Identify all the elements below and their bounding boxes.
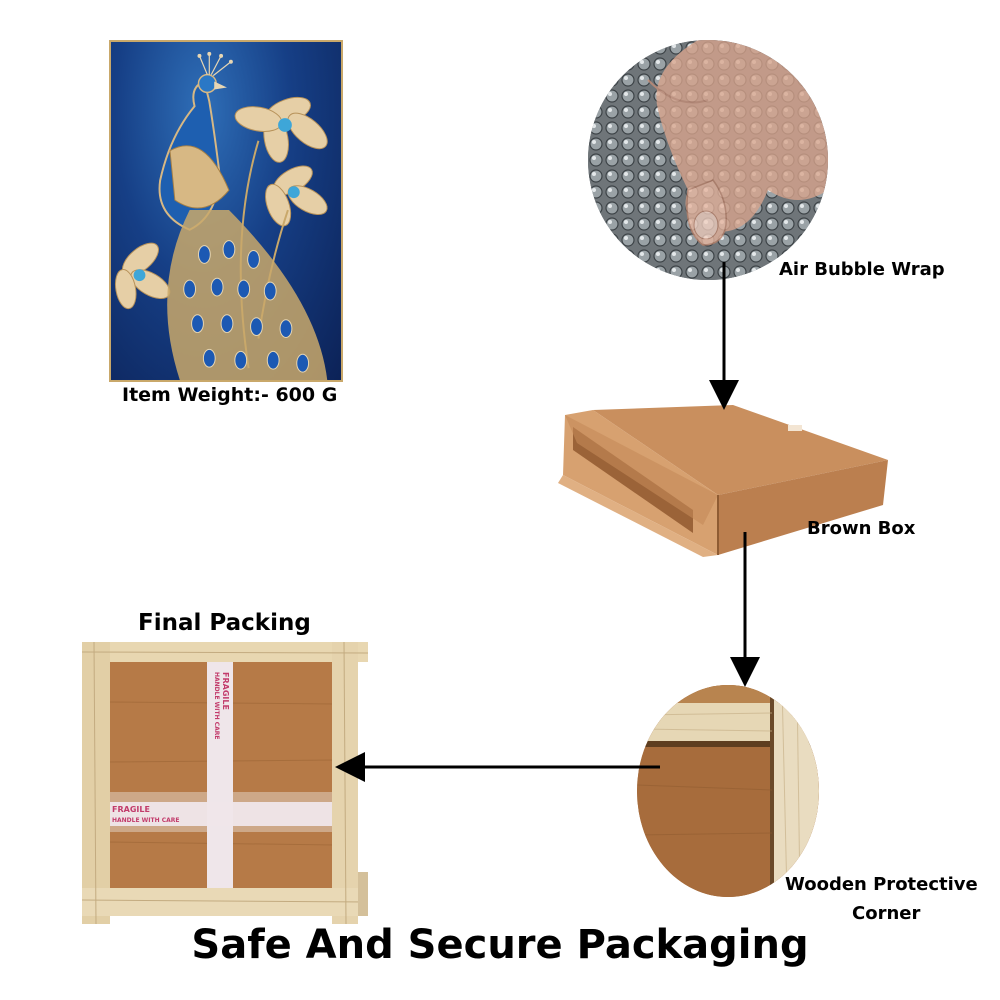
final-packing-label: Final Packing xyxy=(138,610,311,636)
tape-text-handle-with-care: HANDLE WITH CARE xyxy=(213,672,220,740)
peacock-artwork-image xyxy=(109,40,343,382)
brown-box-label: Brown Box xyxy=(807,518,916,539)
tape-text-fragile: FRAGILE xyxy=(221,672,230,710)
item-weight-label: Item Weight:- 600 G xyxy=(122,384,338,406)
wooden-corner-label-line1: Wooden Protective xyxy=(785,874,978,895)
brown-box-image xyxy=(553,405,888,560)
final-crate-image: FRAGILE HANDLE WITH CARE FRAGILE HANDLE … xyxy=(82,642,368,924)
air-bubble-wrap-label: Air Bubble Wrap xyxy=(779,259,945,280)
tape-text-fragile-horizontal: FRAGILE xyxy=(112,805,150,814)
tape-text-handle-with-care-horizontal: HANDLE WITH CARE xyxy=(112,817,180,824)
headline-title: Safe And Secure Packaging xyxy=(191,922,809,968)
bubble-wrap-image xyxy=(588,40,828,280)
wooden-corner-image xyxy=(637,685,819,897)
wooden-corner-label-line2: Corner xyxy=(852,903,921,924)
